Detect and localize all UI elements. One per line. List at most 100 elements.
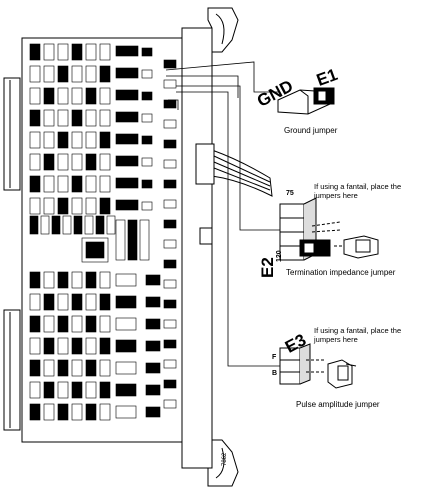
board-chip: [115, 45, 139, 57]
board-chip: [141, 69, 153, 79]
board-chip: [71, 381, 83, 399]
board-chip: [71, 403, 83, 421]
board-chip: [145, 274, 161, 286]
board-chip: [29, 337, 41, 355]
e3-f-label: F: [272, 354, 277, 361]
board-chip: [115, 383, 137, 397]
board-chip: [163, 159, 177, 169]
board-chip: [40, 215, 50, 235]
termination-jumper-block: [279, 197, 379, 261]
board-chip: [57, 315, 69, 333]
board-chip: [145, 340, 161, 352]
board-chip: [163, 139, 177, 149]
board-chip: [99, 131, 111, 149]
board-chip: [73, 215, 83, 235]
board-chip: [71, 197, 83, 215]
faceplate: [181, 27, 213, 469]
board-chip: [43, 109, 55, 127]
board-chip: [115, 317, 137, 331]
board-chip: [29, 293, 41, 311]
board-chip: [95, 215, 105, 235]
board-chip: [163, 379, 177, 389]
board-chip: [57, 153, 69, 171]
board-chip: [29, 359, 41, 377]
board-chip: [57, 337, 69, 355]
fantail-note-e3: If using a fantail, place the jumpers he…: [314, 326, 402, 344]
board-chip: [99, 153, 111, 171]
board-chip: [115, 219, 126, 261]
board-chip: [115, 155, 139, 167]
board-chip: [29, 87, 41, 105]
board-chip: [115, 111, 139, 123]
board-chip: [145, 384, 161, 396]
board-chip: [85, 175, 97, 193]
board-chip: [43, 65, 55, 83]
board-chip: [71, 359, 83, 377]
board-chip: [71, 153, 83, 171]
board-chip: [85, 241, 105, 259]
e2-75-label: 75: [286, 190, 294, 197]
board-chip: [163, 179, 177, 189]
board-chip: [57, 381, 69, 399]
board-chip: [43, 293, 55, 311]
ground-jumper: [277, 87, 335, 115]
board-chip: [57, 271, 69, 289]
board-chip: [85, 197, 97, 215]
board-chip: [145, 362, 161, 374]
board-chip: [145, 296, 161, 308]
board-chip: [29, 381, 41, 399]
board-chip: [62, 215, 72, 235]
board-chip: [145, 318, 161, 330]
e3-b-label: B: [272, 370, 278, 377]
board-chip: [127, 219, 138, 261]
board-chip: [43, 403, 55, 421]
ribbon-cable: [211, 149, 273, 197]
left-connector-top: [3, 77, 21, 191]
board-chip: [115, 339, 137, 353]
board-chip: [163, 199, 177, 209]
board-chip: [139, 219, 150, 261]
board-chip: [43, 197, 55, 215]
e2-label: E2: [258, 257, 277, 278]
board-chip: [71, 87, 83, 105]
board-chip: [71, 271, 83, 289]
board-chip: [85, 43, 97, 61]
board-chip: [57, 43, 69, 61]
board-chip: [99, 359, 111, 377]
board-chip: [163, 219, 177, 229]
board-chip: [85, 131, 97, 149]
board-chip: [99, 381, 111, 399]
board-chip: [163, 259, 177, 269]
board-chip: [57, 65, 69, 83]
board-chip: [163, 79, 177, 89]
board-chip: [115, 199, 139, 211]
board-chip: [99, 337, 111, 355]
board-chip: [115, 177, 139, 189]
board-chip: [29, 43, 41, 61]
board-chip: [99, 43, 111, 61]
board-chip: [163, 239, 177, 249]
board-chip: [99, 65, 111, 83]
board-chip: [141, 135, 153, 145]
board-chip: [43, 175, 55, 193]
board-chip: [29, 315, 41, 333]
termination-jumper-caption: Termination impedance jumper: [286, 268, 396, 277]
board-chip: [115, 273, 137, 287]
board-chip: [115, 67, 139, 79]
board-chip: [99, 315, 111, 333]
board-chip: [57, 293, 69, 311]
board-chip: [71, 315, 83, 333]
board-chip: [43, 381, 55, 399]
board-chip: [84, 215, 94, 235]
board-chip: [115, 133, 139, 145]
board-chip: [71, 293, 83, 311]
board-chip: [85, 315, 97, 333]
board-chip: [163, 99, 177, 109]
board-chip: [163, 319, 177, 329]
board-chip: [163, 299, 177, 309]
board-chip: [43, 271, 55, 289]
board-chip: [57, 359, 69, 377]
ground-jumper-caption: Ground jumper: [284, 126, 338, 135]
board-chip: [29, 215, 39, 235]
board-chip: [71, 131, 83, 149]
